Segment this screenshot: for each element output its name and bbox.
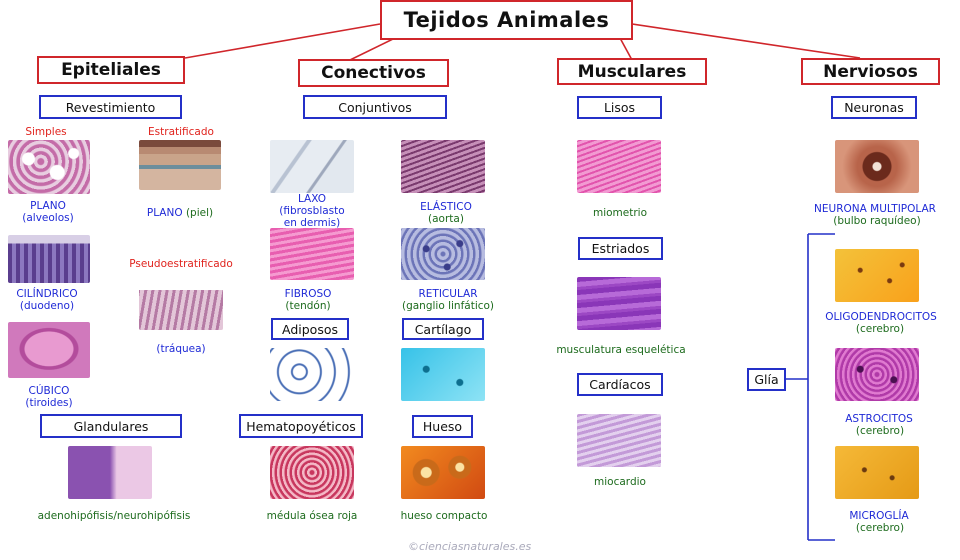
sub-glia: Glía bbox=[747, 368, 786, 391]
sub-label: Revestimiento bbox=[65, 99, 156, 115]
label-esqueletica: musculatura esquelética bbox=[556, 344, 686, 356]
micrograph-estriados bbox=[577, 277, 661, 330]
label-ganglio: (ganglio linfático) bbox=[401, 300, 495, 312]
micrograph-cartilago bbox=[401, 348, 485, 401]
sub-conjuntivos: Conjuntivos bbox=[303, 95, 447, 119]
label-laxo-detail-2: en dermis) bbox=[283, 217, 341, 229]
micrograph-hueso bbox=[401, 446, 485, 499]
label-alveolos: (alveolos) bbox=[22, 212, 74, 224]
micrograph-plano-piel bbox=[139, 140, 221, 190]
micrograph-astrocitos bbox=[835, 348, 919, 401]
category-conectivos: Conectivos bbox=[298, 59, 449, 87]
label-medula: médula ósea roja bbox=[266, 510, 358, 522]
label-plano: PLANO bbox=[30, 200, 66, 212]
label-estratificado: Estratificado bbox=[148, 126, 214, 138]
category-label: Musculares bbox=[577, 61, 687, 82]
micrograph-oligodendrocitos bbox=[835, 249, 919, 302]
sub-cardiacos: Cardíacos bbox=[577, 373, 663, 396]
label-astrocitos: ASTROCITOS bbox=[845, 413, 913, 425]
label-oligodendrocitos: OLIGODENDROCITOS bbox=[825, 311, 937, 323]
page-title: Tejidos Animales bbox=[403, 8, 610, 32]
category-label: Epiteliales bbox=[61, 60, 161, 80]
title-box: Tejidos Animales bbox=[380, 0, 633, 40]
label-tiroides: (tiroides) bbox=[25, 397, 73, 409]
micrograph-laxo bbox=[270, 140, 354, 193]
label-laxo: LAXO bbox=[297, 193, 327, 205]
sub-label: Cardíacos bbox=[589, 377, 651, 392]
label-cerebro-1: (cerebro) bbox=[855, 323, 905, 335]
label-tendon: (tendón) bbox=[285, 300, 331, 312]
category-label: Nerviosos bbox=[823, 61, 918, 82]
micrograph-cardiacos bbox=[577, 414, 661, 467]
sub-label: Glandulares bbox=[73, 418, 149, 434]
label-simples: Simples bbox=[25, 126, 67, 138]
micrograph-adiposos bbox=[270, 348, 354, 401]
sub-label: Hueso bbox=[422, 419, 463, 434]
label-reticular: RETICULAR bbox=[418, 288, 478, 300]
label-neurona-multipolar: NEURONA MULTIPOLAR bbox=[814, 203, 936, 215]
sub-estriados: Estriados bbox=[578, 237, 663, 260]
sub-glandulares: Glandulares bbox=[40, 414, 182, 438]
sub-label: Conjuntivos bbox=[338, 99, 412, 115]
label-bulbo: (bulbo raquídeo) bbox=[833, 215, 921, 227]
watermark: ©cienciasnaturales.es bbox=[408, 540, 532, 553]
micrograph-elastico bbox=[401, 140, 485, 193]
label-plano-piel: PLANO (piel) bbox=[138, 207, 222, 220]
sub-lisos: Lisos bbox=[577, 96, 662, 119]
micrograph-cilindrico bbox=[8, 235, 90, 283]
micrograph-lisos bbox=[577, 140, 661, 193]
label-traquea: (tráquea) bbox=[156, 343, 206, 355]
category-label: Conectivos bbox=[321, 63, 426, 83]
label-pseudoestratificado: Pseudoestratificado bbox=[129, 258, 233, 270]
label-hueso-compacto: hueso compacto bbox=[400, 510, 488, 522]
sub-hematopoyeticos: Hematopoyéticos bbox=[239, 414, 363, 438]
sub-hueso: Hueso bbox=[412, 415, 473, 438]
label-laxo-detail-1: (fibrosblasto bbox=[279, 205, 345, 217]
category-epiteliales: Epiteliales bbox=[37, 56, 185, 84]
micrograph-medula bbox=[270, 446, 354, 499]
micrograph-adenohipofisis bbox=[68, 446, 152, 499]
sub-label: Adiposos bbox=[282, 321, 338, 337]
label-cerebro-3: (cerebro) bbox=[855, 522, 905, 534]
sub-neuronas: Neuronas bbox=[831, 96, 917, 119]
category-nerviosos: Nerviosos bbox=[801, 58, 940, 85]
label-aorta: (aorta) bbox=[428, 213, 464, 225]
micrograph-cubico bbox=[8, 322, 90, 378]
sub-label: Hematopoyéticos bbox=[246, 418, 356, 434]
category-musculares: Musculares bbox=[557, 58, 707, 85]
label-cubico: CÚBICO bbox=[28, 385, 70, 397]
micrograph-microglia bbox=[835, 446, 919, 499]
sub-label: Neuronas bbox=[844, 100, 904, 115]
label-adenohipofisis: adenohipófisis/neurohipófisis bbox=[37, 510, 191, 522]
label-elastico: ELÁSTICO bbox=[420, 201, 472, 213]
sub-label: Lisos bbox=[603, 100, 636, 115]
label-microglia: MICROGLÍA bbox=[849, 510, 909, 522]
label-duodeno: (duodeno) bbox=[19, 300, 75, 312]
sub-label: Glía bbox=[754, 372, 779, 387]
label-miometrio: miometrio bbox=[592, 207, 648, 219]
micrograph-reticular bbox=[401, 228, 485, 280]
sub-cartilago: Cartílago bbox=[402, 318, 484, 340]
sub-label: Estriados bbox=[591, 241, 650, 256]
micrograph-fibroso bbox=[270, 228, 354, 280]
micrograph-plano-alveolos bbox=[8, 140, 90, 194]
label-plano-2: PLANO bbox=[146, 207, 183, 219]
sub-label: Cartílago bbox=[414, 321, 472, 337]
label-cerebro-2: (cerebro) bbox=[855, 425, 905, 437]
sub-adiposos: Adiposos bbox=[271, 318, 349, 340]
micrograph-traquea bbox=[139, 280, 223, 330]
label-miocardio: miocardio bbox=[594, 476, 646, 488]
sub-revestimiento: Revestimiento bbox=[39, 95, 182, 119]
label-cilindrico: CILÍNDRICO bbox=[16, 288, 78, 300]
micrograph-neurona bbox=[835, 140, 919, 193]
label-piel: (piel) bbox=[185, 207, 214, 219]
label-fibroso: FIBROSO bbox=[284, 288, 332, 300]
